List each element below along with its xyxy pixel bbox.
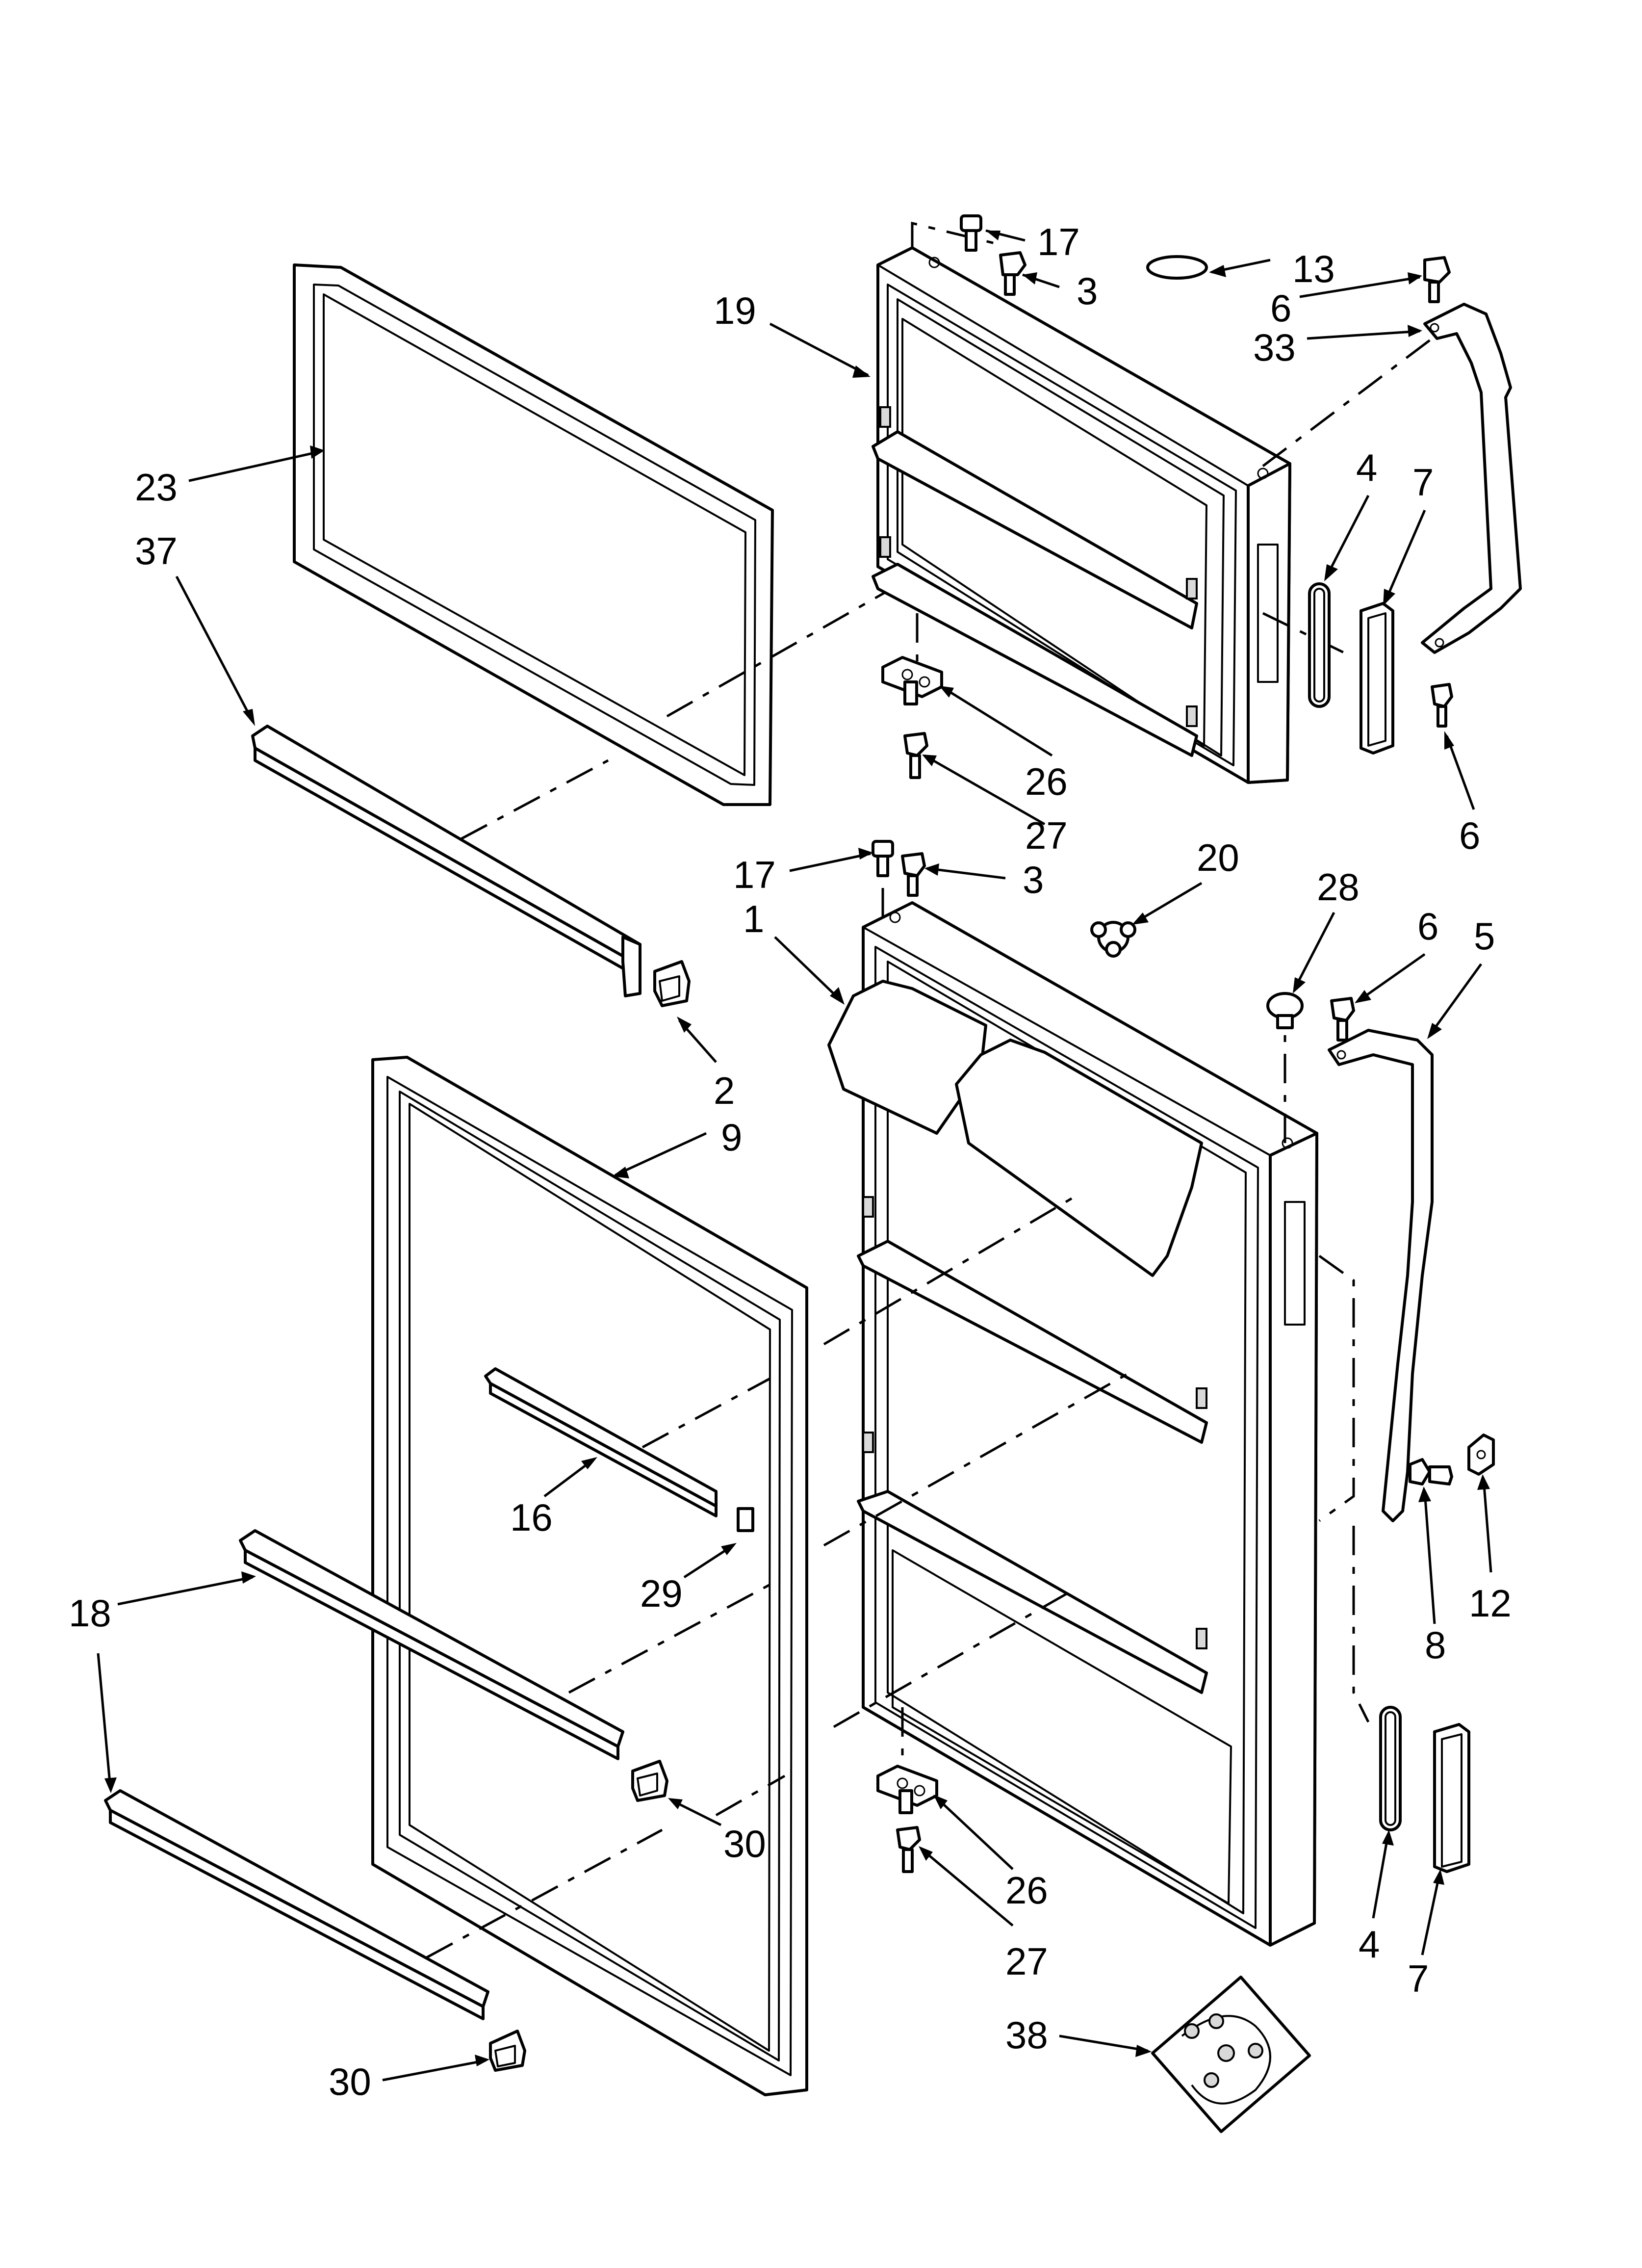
alignment-line [1352,1526,1370,1723]
refrigerator-door [827,901,1318,1947]
callout-7: 7 [1412,461,1434,504]
screw-top [999,251,1026,296]
door-breaker-strip [484,1367,718,1517]
handle-trim-gasket [1308,582,1331,708]
callout-4: 4 [1356,446,1377,489]
callout-17-mid: 17 [733,853,776,896]
alignment-line [1262,612,1350,656]
hinge-screw-bottom [896,1826,921,1873]
callout-26: 26 [1025,760,1068,803]
hinge-pin-top [960,214,982,252]
callout-3: 3 [1077,269,1098,313]
callout-5: 5 [1474,914,1495,958]
breaker-clip-lower [489,2030,526,2072]
freezer-door [872,246,1291,784]
hinge-bushing [1090,921,1136,958]
freezer-door-gasket [293,263,774,806]
alignment-line [641,1377,771,1449]
callout-13: 13 [1292,247,1335,290]
callout-20: 20 [1197,836,1239,879]
plug [1146,255,1208,280]
refrigerator-door-gasket [371,1056,808,2096]
alignment-line [823,1196,1075,1346]
callout-28: 28 [1317,865,1360,909]
callout-33: 33 [1253,326,1296,369]
parts-bag [1151,1976,1311,2133]
handle-screw [1409,1458,1453,1486]
door-breaker-clip [737,1507,754,1532]
screw-mid [901,852,926,897]
freezer-handle [1421,303,1522,654]
callout-3-mid: 3 [1023,858,1044,901]
callout-1: 1 [743,897,764,940]
callout-6-right: 6 [1459,814,1480,857]
breaker-strip-lower [104,1789,489,2020]
alignment-line [426,1828,663,1959]
callout-27-lower: 27 [1005,1940,1048,1983]
hinge-pin-mid [872,840,894,877]
callout-6: 6 [1270,287,1291,330]
screw-handle-top [1423,256,1451,303]
breaker-strip-clip [653,960,691,1007]
alignment-line [568,1583,771,1694]
screw-handle-bottom [1431,683,1453,728]
alignment-line [460,759,609,840]
callout-29: 29 [640,1572,683,1615]
callout-12: 12 [1469,1582,1512,1625]
callout-2: 2 [714,1069,735,1112]
alignment-line [833,1588,1075,1728]
callout-8: 8 [1425,1623,1446,1667]
callout-30-lower: 30 [329,2060,371,2103]
hinge-screw [903,732,928,779]
callout-4-lower: 4 [1359,1923,1380,1966]
callout-6-mid: 6 [1417,905,1438,948]
callout-27: 27 [1025,814,1068,857]
callout-23: 23 [135,466,178,509]
hinge-center [881,656,943,705]
handle-trim-gasket-lower [1379,1706,1402,1831]
callout-38: 38 [1005,2013,1048,2057]
screw-cover [1467,1434,1495,1476]
hinge-bottom [876,1765,938,1814]
screw-handle-mid [1330,997,1355,1042]
callout-18: 18 [69,1591,111,1635]
callout-16: 16 [510,1496,553,1539]
callout-7-lower: 7 [1408,1957,1429,2000]
callout-30: 30 [723,1822,766,1865]
handle-trim-lower [1433,1723,1470,1873]
alignment-line [715,1774,786,1817]
callout-26-lower: 26 [1005,1869,1048,1912]
handle-trim [1360,602,1394,755]
callout-9: 9 [721,1116,742,1159]
callout-37: 37 [135,529,178,573]
refrigerator-handle [1328,1029,1434,1522]
alignment-line [911,221,1003,248]
alignment-line [1262,338,1433,467]
callout-19: 19 [714,289,756,332]
alignment-line [666,509,1031,718]
callout-17: 17 [1037,220,1080,263]
breaker-clip-upper [631,1760,668,1802]
hinge-cap [1266,992,1304,1029]
freezer-breaker-strip [251,725,641,997]
breaker-strip-upper [239,1529,624,1760]
alignment-line [1318,1254,1355,1522]
